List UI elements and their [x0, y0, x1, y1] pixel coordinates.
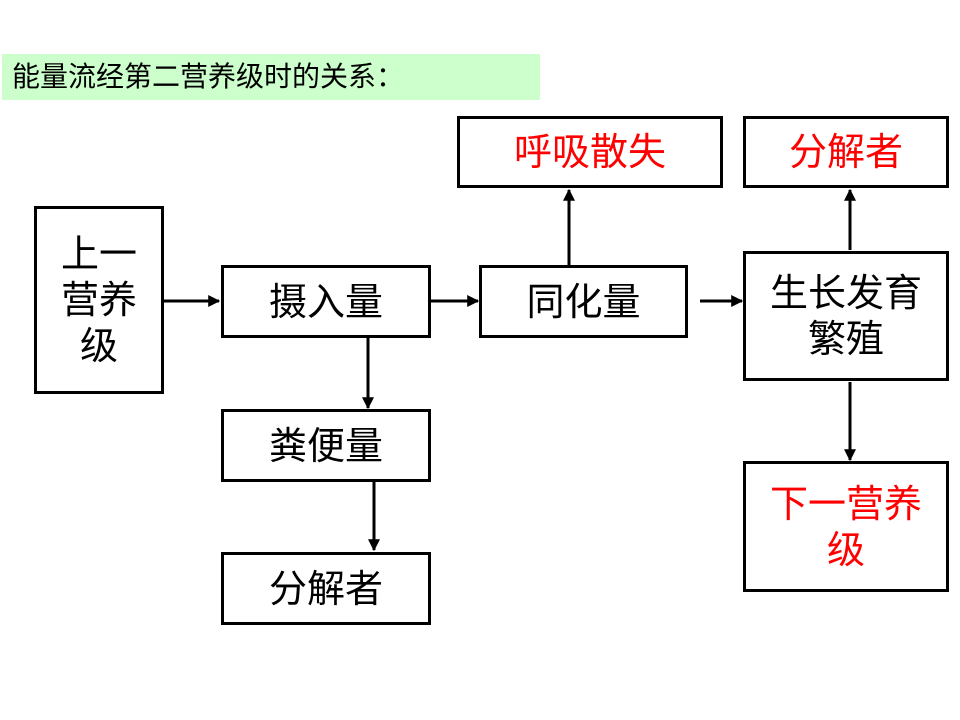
node-growth: 生长发育繁殖 — [743, 251, 949, 381]
node-prev-level: 上一营养级 — [34, 206, 164, 394]
node-assimilation: 同化量 — [479, 265, 688, 338]
node-next-level: 下一营养级 — [743, 461, 949, 592]
node-decomposer-bottom: 分解者 — [221, 552, 431, 625]
node-intake: 摄入量 — [221, 265, 431, 338]
diagram-title: 能量流经第二营养级时的关系： — [2, 54, 540, 100]
node-feces: 粪便量 — [221, 409, 431, 482]
node-respiration: 呼吸散失 — [457, 116, 723, 188]
node-decomposer-top: 分解者 — [743, 116, 949, 188]
